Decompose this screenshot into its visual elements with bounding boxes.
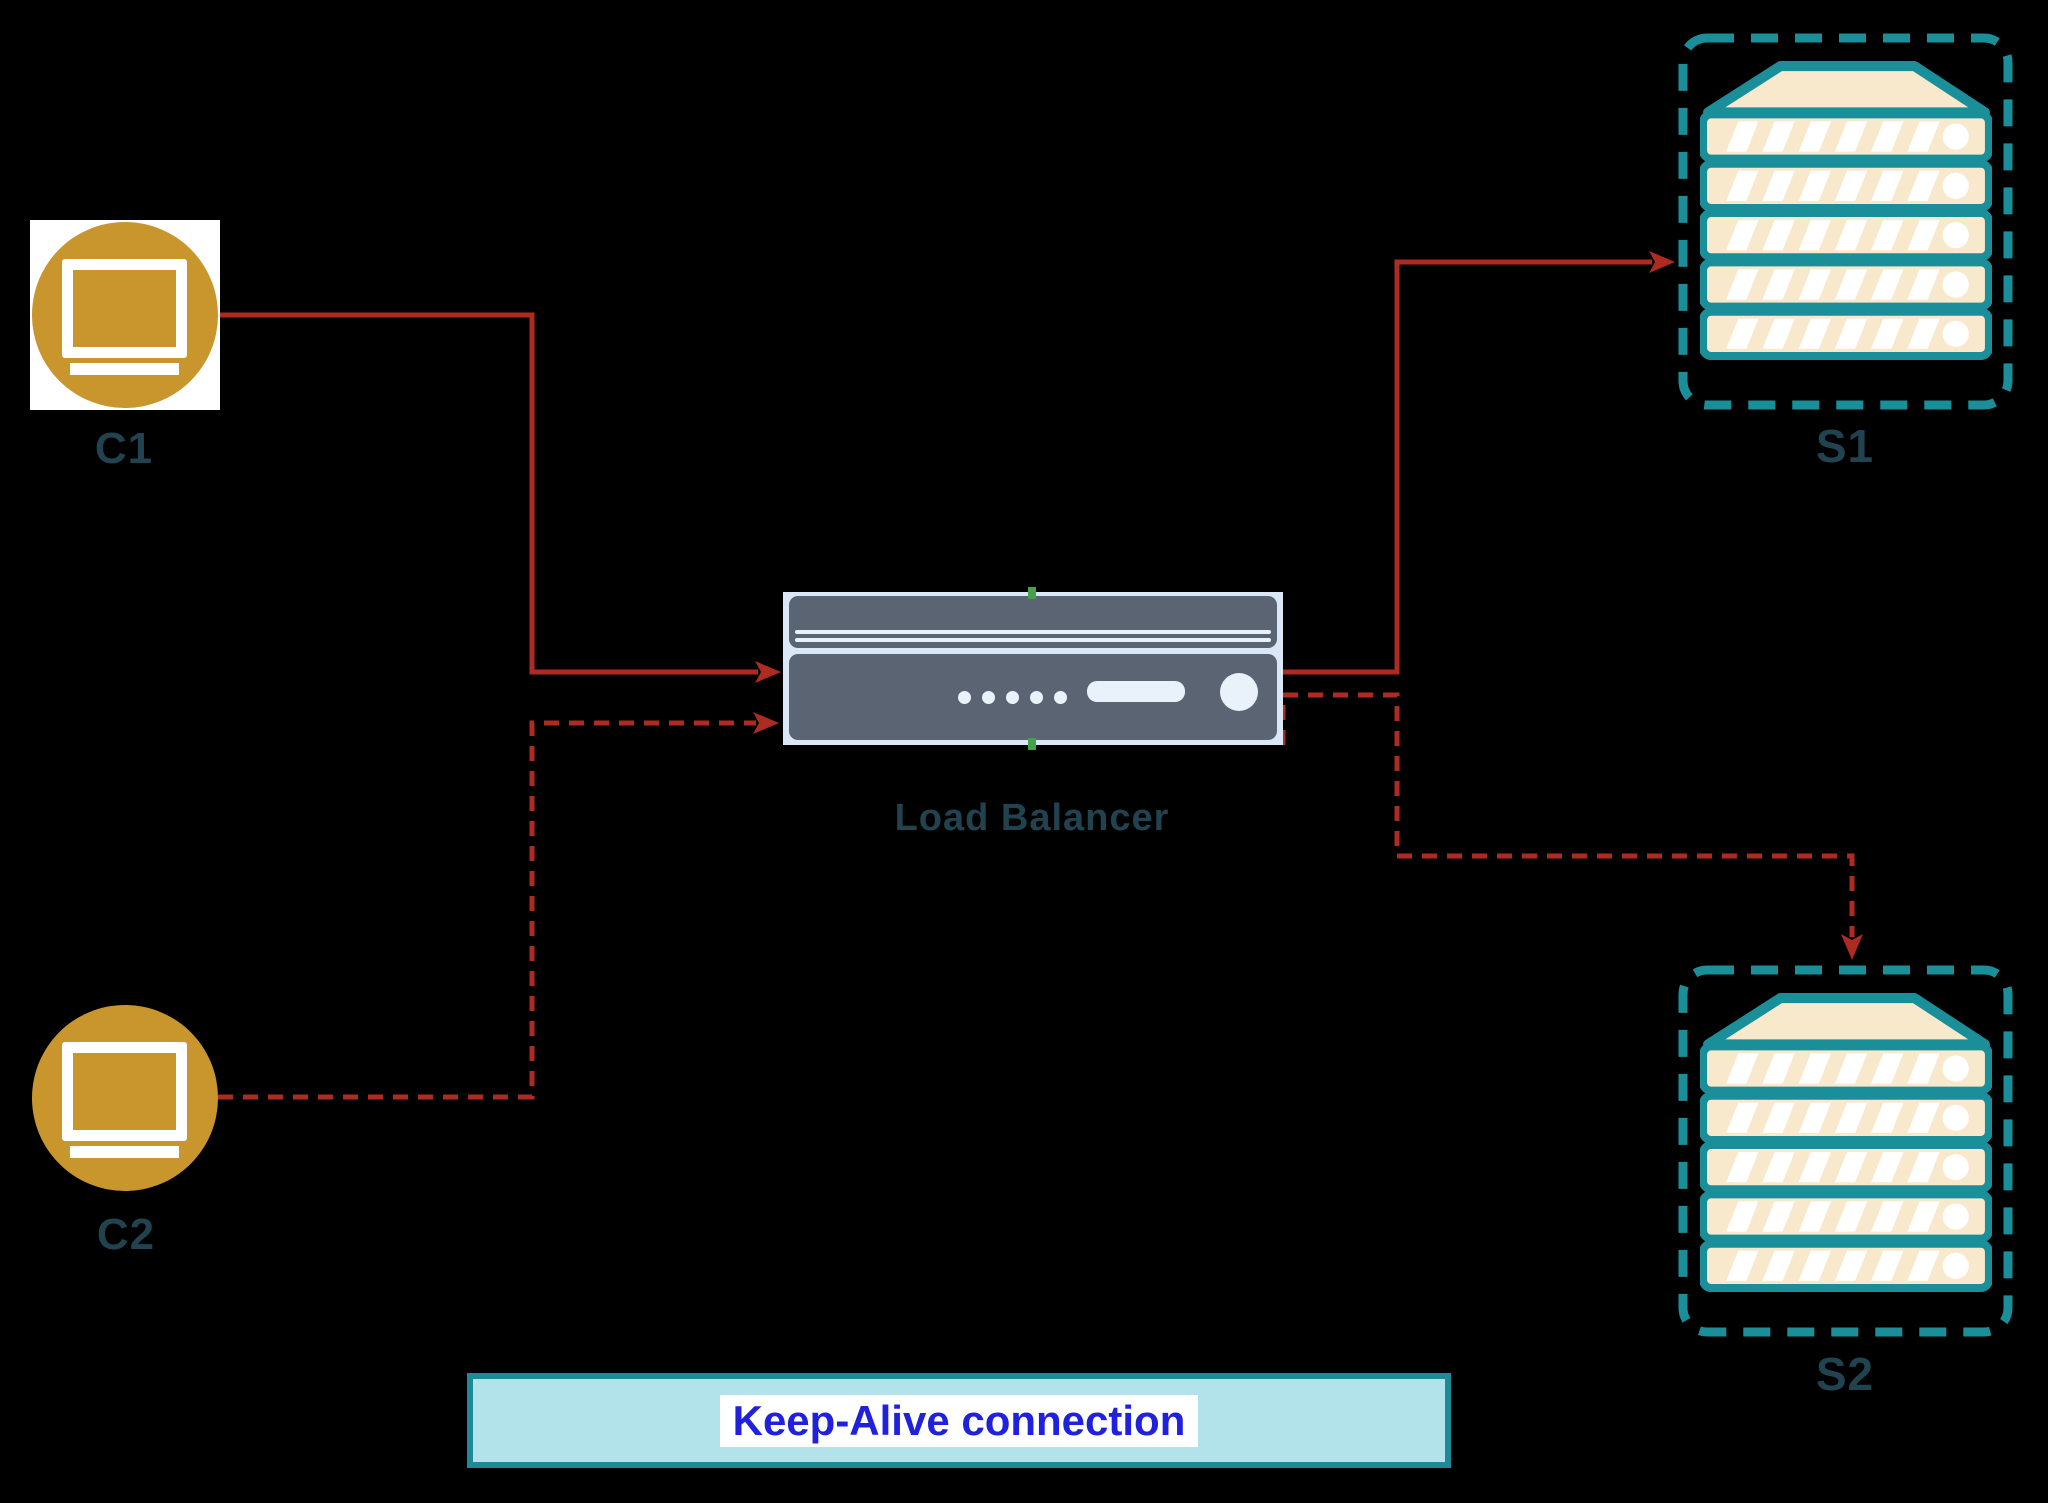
- server-group-dashed-border: [1678, 33, 2013, 410]
- connector-lb-to-s1: [1283, 259, 1652, 675]
- connector-c1-to-lb: [218, 312, 758, 675]
- arrowhead-c1-to-lb: [755, 661, 781, 683]
- connector-lb-to-s2: [1280, 692, 1855, 937]
- lb-led-dot: [982, 691, 995, 704]
- node-c2: [32, 1005, 218, 1191]
- lb-led-dot: [958, 691, 971, 704]
- connector-c2-to-lb: [218, 720, 756, 1100]
- arrowhead-lb-to-s2: [1841, 934, 1863, 960]
- load-balancer-icon: [789, 596, 1277, 648]
- node-load-balancer-label: Load Balancer: [894, 797, 1170, 839]
- legend-box: Keep-Alive connection: [467, 1373, 1451, 1468]
- lb-power-button: [1220, 673, 1258, 711]
- server-rack-icon: [1700, 993, 1992, 1292]
- lb-drive-slot: [1087, 681, 1185, 702]
- node-s2-label: S2: [1815, 1348, 1875, 1400]
- node-c2-label: C2: [96, 1210, 156, 1259]
- server-group-dashed-border: [1678, 965, 2013, 1337]
- server-rack-icon: [1700, 61, 1992, 360]
- node-s1: [1678, 33, 2013, 410]
- lb-vent-line: [795, 630, 1271, 634]
- node-s1-label: S1: [1815, 420, 1875, 472]
- lb-led-dot: [1006, 691, 1019, 704]
- node-c1-label: C1: [94, 424, 154, 473]
- connection-point-top: [1028, 587, 1036, 599]
- connection-point-bottom: [1028, 738, 1036, 750]
- client-monitor-icon: [32, 222, 218, 408]
- arrowhead-c2-to-lb: [753, 712, 779, 734]
- node-c1: [30, 220, 220, 410]
- node-s2: [1678, 965, 2013, 1337]
- client-monitor-icon: [32, 1005, 218, 1191]
- lb-vent-line: [795, 638, 1271, 642]
- lb-led-dot: [1054, 691, 1067, 704]
- legend-label: Keep-Alive connection: [719, 1394, 1199, 1447]
- node-load-balancer: [783, 587, 1283, 750]
- lb-led-dot: [1030, 691, 1043, 704]
- arrowhead-lb-to-s1: [1649, 251, 1675, 273]
- load-balancer-front-panel: [789, 654, 1277, 740]
